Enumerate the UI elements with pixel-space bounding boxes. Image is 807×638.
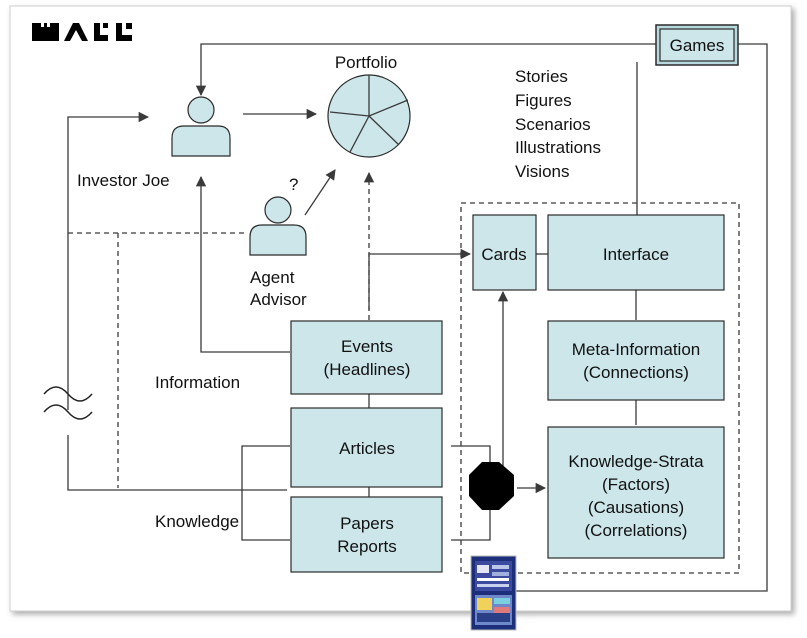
- strata-label-line3: (Causations): [588, 498, 684, 517]
- events-box: Events (Headlines): [290, 320, 443, 395]
- wall-logo: [32, 23, 132, 41]
- stories-item-0: Stories: [515, 67, 568, 86]
- stories-item-4: Visions: [515, 162, 570, 181]
- articles-to-octagon-line: [451, 445, 491, 462]
- stories-list: Stories Figures Scenarios Illustrations …: [515, 67, 601, 181]
- investor-label: Investor Joe: [77, 171, 170, 190]
- cards-label: Cards: [481, 245, 526, 264]
- meta-label-line2: (Connections): [583, 363, 689, 382]
- stories-item-1: Figures: [515, 91, 572, 110]
- portfolio-label: Portfolio: [335, 53, 397, 72]
- articles-label: Articles: [339, 439, 395, 458]
- games-box: Games: [655, 24, 739, 66]
- knowledge-to-papers-line: [241, 490, 290, 541]
- events-to-investor-arrow: [195, 175, 290, 353]
- left-bottom-line: [67, 435, 287, 491]
- wave-symbol: [43, 386, 93, 420]
- agent-label-line2: Advisor: [250, 290, 307, 309]
- strata-label-line1: Knowledge-Strata: [568, 452, 704, 471]
- information-label: Information: [155, 373, 240, 392]
- stories-item-2: Scenarios: [515, 115, 591, 134]
- papers-label-line1: Papers: [340, 514, 394, 533]
- left-feedback-arrow: [67, 111, 150, 410]
- processing-octagon: [469, 462, 514, 510]
- knowledge-to-articles-line: [241, 445, 290, 490]
- meta-label-line1: Meta-Information: [572, 340, 701, 359]
- strata-label-line2: (Factors): [602, 475, 670, 494]
- strata-label-line4: (Correlations): [585, 521, 688, 540]
- events-to-cards-arrow: [368, 248, 472, 310]
- papers-label-line2: Reports: [337, 537, 397, 556]
- agent-question-mark: ?: [289, 175, 298, 194]
- interface-label: Interface: [603, 245, 669, 264]
- events-label-line1: Events: [341, 337, 393, 356]
- agent-to-portfolio-arrow: [304, 169, 336, 216]
- investor-person-icon: [171, 96, 231, 157]
- events-label-line2: (Headlines): [324, 360, 411, 379]
- screenshot-thumbnail: [470, 555, 517, 631]
- stories-item-3: Illustrations: [515, 138, 601, 157]
- interface-box: Interface: [547, 214, 725, 291]
- papers-to-octagon-line: [451, 510, 491, 541]
- portfolio-pie-chart: [327, 74, 411, 158]
- agent-label-line1: Agent: [250, 268, 295, 287]
- meta-information-box: Meta-Information (Connections): [547, 320, 725, 401]
- knowledge-system-container: [460, 202, 740, 574]
- knowledge-strata-box: Knowledge-Strata (Factors) (Causations) …: [547, 426, 725, 559]
- agent-person-icon: [249, 196, 307, 256]
- knowledge-label: Knowledge: [155, 512, 239, 531]
- games-label: Games: [670, 36, 725, 55]
- cards-box: Cards: [472, 214, 537, 291]
- papers-reports-box: Papers Reports: [290, 496, 443, 573]
- games-to-investor-arrow: [195, 43, 656, 97]
- articles-box: Articles: [290, 407, 443, 488]
